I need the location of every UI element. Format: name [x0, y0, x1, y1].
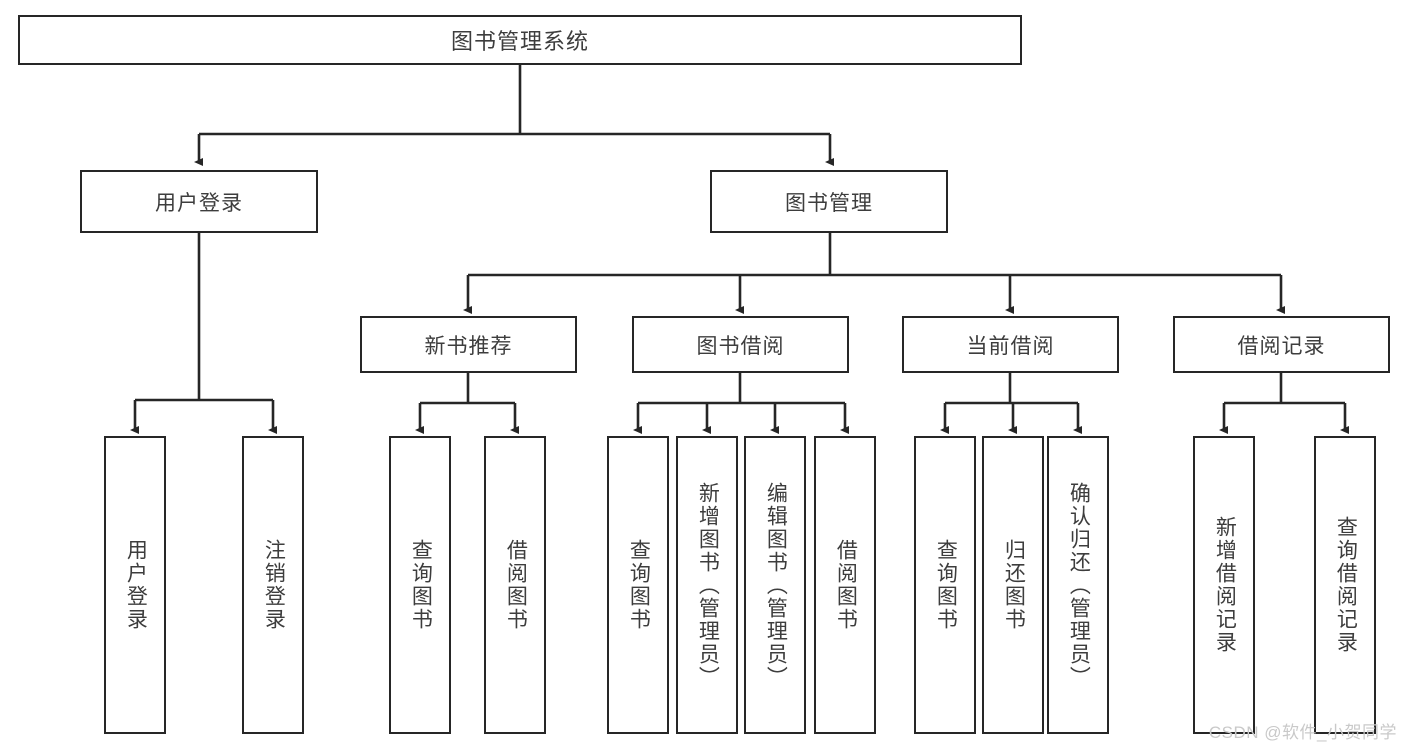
node-root-system[interactable]: 图书管理系统 — [18, 15, 1022, 65]
leaf-recommend-query-book[interactable]: 查询图书 — [389, 436, 451, 734]
leaf-current-confirm-return-admin[interactable]: 确认归还（管理员） — [1047, 436, 1109, 734]
leaf-record-add-record[interactable]: 新增借阅记录 — [1193, 436, 1255, 734]
leaf-recommend-borrow-book[interactable]: 借阅图书 — [484, 436, 546, 734]
node-new-book-recommend[interactable]: 新书推荐 — [360, 316, 577, 373]
node-user-login[interactable]: 用户登录 — [80, 170, 318, 233]
leaf-borrow-edit-book-admin[interactable]: 编辑图书（管理员） — [744, 436, 806, 734]
leaf-borrow-borrow-book[interactable]: 借阅图书 — [814, 436, 876, 734]
leaf-current-return-book[interactable]: 归还图书 — [982, 436, 1044, 734]
node-book-management[interactable]: 图书管理 — [710, 170, 948, 233]
leaf-user-login-login[interactable]: 用户登录 — [104, 436, 166, 734]
node-book-borrow[interactable]: 图书借阅 — [632, 316, 849, 373]
node-borrow-record[interactable]: 借阅记录 — [1173, 316, 1390, 373]
leaf-current-query-book[interactable]: 查询图书 — [914, 436, 976, 734]
csdn-watermark: CSDN @软件_小贺同学 — [1208, 723, 1397, 742]
leaf-record-query-record[interactable]: 查询借阅记录 — [1314, 436, 1376, 734]
leaf-borrow-add-book-admin[interactable]: 新增图书（管理员） — [676, 436, 738, 734]
leaf-user-login-logout[interactable]: 注销登录 — [242, 436, 304, 734]
node-current-borrow[interactable]: 当前借阅 — [902, 316, 1119, 373]
leaf-borrow-query-book[interactable]: 查询图书 — [607, 436, 669, 734]
